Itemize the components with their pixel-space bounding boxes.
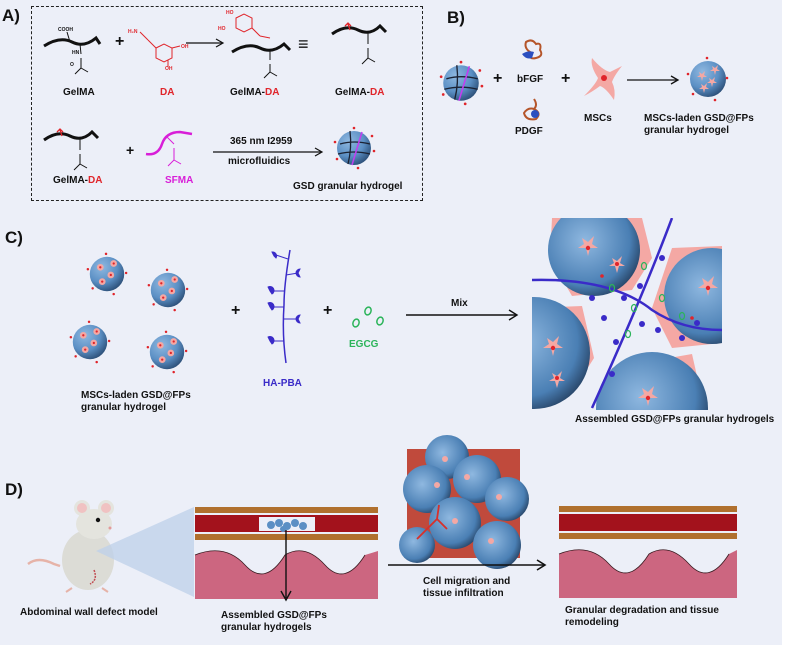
reaction-arrow-b (627, 75, 680, 85)
assembled-hydrogel-illustration (532, 218, 722, 410)
da-label: DA (160, 87, 175, 98)
migration-label-line2: tissue infiltration (423, 588, 504, 599)
remodeling-label: Granular degradation and tissue remodeli… (565, 605, 719, 629)
plus-sign-a1: + (115, 33, 125, 50)
panel-label-a: A) (2, 6, 20, 25)
gelma-da-structure (231, 13, 292, 79)
o-label-1: O (70, 62, 74, 68)
plus-sign-c2: + (323, 302, 333, 319)
gelma-da-prefix: GelMA- (230, 87, 265, 98)
h2n-label: H₂N (128, 29, 138, 35)
bfgf-protein-icon (522, 39, 543, 60)
msc-laden-label: MSCs-laden GSD@FPs granular hydrogel (644, 113, 754, 137)
implant-label-line1: Assembled GSD@FPs (221, 610, 327, 621)
gelma-da-simplified-row2 (43, 128, 100, 171)
implant-label: Assembled GSD@FPs granular hydrogels (221, 610, 327, 634)
migration-label: Cell migration and tissue infiltration (423, 576, 510, 600)
plus-sign-a2: + (126, 142, 135, 158)
ha-pba-label: HA-PBA (263, 378, 302, 389)
magnification-cone (96, 507, 194, 597)
plus-sign-c1: + (231, 302, 241, 319)
gelma-da-suffix-2: DA (370, 87, 385, 98)
arrow-label-microfluidics: microfluidics (228, 156, 291, 167)
gelma-structure (43, 31, 102, 75)
mouse-model-label: Abdominal wall defect model (20, 607, 158, 618)
plus-sign-b1: + (493, 70, 503, 87)
gelma-da-label-1: GelMA-DA (230, 87, 279, 98)
msc-laden-bead-icon (686, 56, 729, 102)
msc-laden-label-line1: MSCs-laden GSD@FPs (644, 113, 754, 124)
arrow-label-uv: 365 nm I2959 (230, 136, 293, 147)
msc-beads-label-line1: MSCs-laden GSD@FPs (81, 390, 191, 401)
pdgf-protein-icon (522, 98, 540, 121)
migration-arrow (388, 559, 547, 571)
plus-sign-b2: + (561, 70, 571, 87)
egcg-molecule-icon (352, 306, 384, 328)
msc-beads-label: MSCs-laden GSD@FPs granular hydrogel (81, 390, 191, 414)
panel-label-b: B) (447, 8, 465, 27)
implant-label-line2: granular hydrogels (221, 622, 312, 633)
panel-a-dashed-box (31, 6, 423, 201)
gelma-da-simplified (331, 22, 388, 65)
egcg-label: EGCG (349, 339, 379, 350)
migration-label-line1: Cell migration and (423, 576, 511, 587)
tissue-infiltration-inset (399, 435, 529, 569)
panel-label-c: C) (5, 228, 23, 247)
ha-pba-polymer-icon (267, 249, 301, 364)
msc-laden-bead-4 (146, 330, 188, 374)
msc-laden-bead-1 (86, 252, 128, 296)
remodeling-label-line2: remodeling (565, 617, 619, 628)
ho-label-2: HO (218, 26, 226, 32)
bfgf-label: bFGF (517, 74, 544, 85)
dopamine-structure (139, 31, 181, 67)
sfma-label: SFMA (165, 175, 194, 186)
gelma-da-suffix-3: DA (88, 175, 103, 186)
gsd-bead-icon-b (439, 60, 484, 106)
gsd-bead-icon (333, 126, 376, 170)
gelma-da-prefix-3: GelMA- (53, 175, 88, 186)
panel-label-d: D) (5, 480, 23, 499)
sfma-structure (145, 130, 193, 167)
remodeled-wall-diagram (558, 506, 737, 598)
cooh-label: COOH (58, 27, 73, 33)
ho-label-1: HO (226, 10, 234, 16)
gelma-da-prefix-2: GelMA- (335, 87, 370, 98)
gelma-da-suffix: DA (265, 87, 280, 98)
msc-laden-label-line2: granular hydrogel (644, 125, 730, 136)
msc-laden-bead-2 (147, 268, 189, 312)
msc-laden-bead-3 (69, 320, 111, 364)
gelma-label: GelMA (63, 87, 95, 98)
remodeling-label-line1: Granular degradation and tissue (565, 605, 719, 616)
mouse-illustration (27, 500, 114, 593)
msc-cell-icon (584, 58, 622, 100)
gelma-da-label-2: GelMA-DA (335, 87, 384, 98)
mix-arrow (406, 309, 519, 321)
gelma-da-label-3: GelMA-DA (53, 175, 102, 186)
assembled-hydrogels-label: Assembled GSD@FPs granular hydrogels (575, 414, 775, 425)
msc-beads-label-line2: granular hydrogel (81, 402, 167, 413)
equivalence-sign: ≡ (298, 34, 309, 54)
hn-label-1: HN (72, 50, 80, 56)
implant-arrow (280, 530, 292, 602)
gsd-hydrogel-label: GSD granular hydrogel (293, 181, 403, 192)
mix-label: Mix (451, 298, 468, 309)
pdgf-label: PDGF (515, 126, 543, 137)
mscs-label: MSCs (584, 113, 612, 124)
oh-label-2: OH (165, 66, 173, 72)
figure-canvas: A) COOH HN O GelMA + H₂N OH OH DA (0, 0, 782, 645)
reaction-arrow-a1 (186, 38, 225, 48)
oh-label-1: OH (181, 44, 189, 50)
reaction-arrow-a2 (213, 147, 324, 157)
